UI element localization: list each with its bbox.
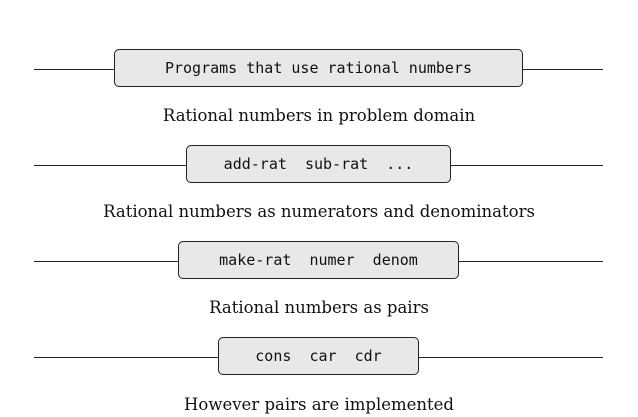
layer-label: Rational numbers in problem domain [162,106,476,125]
procedure-box: Programs that use rational numbers [114,49,523,87]
layer-label: Rational numbers as numerators and denom… [103,202,535,221]
procedure-box: cons car cdr [218,337,419,375]
procedure-box: add-rat sub-rat ... [186,145,451,183]
layer-label: Rational numbers as pairs [209,298,429,317]
procedure-box: make-rat numer denom [178,241,459,279]
layer-label: However pairs are implemented [184,395,454,414]
